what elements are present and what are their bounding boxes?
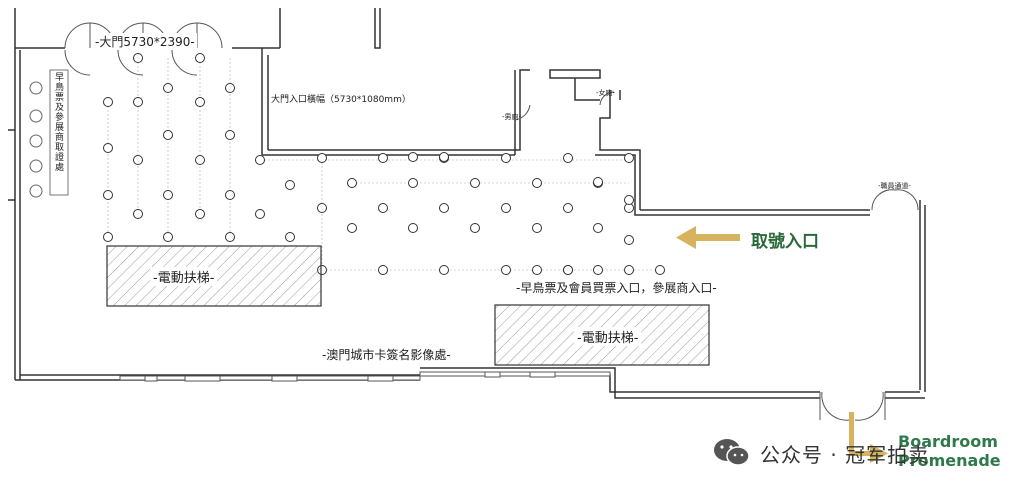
boardroom-line1: Boardroom <box>898 432 998 451</box>
stanchion-post <box>103 143 113 153</box>
wechat-icon <box>714 439 750 466</box>
stanchion-post <box>563 153 573 163</box>
stanchion-post <box>133 155 143 165</box>
stanchion-post <box>408 178 418 188</box>
stanchion-post <box>501 265 511 275</box>
stanchion-post <box>103 97 113 107</box>
stanchion-post <box>255 155 265 165</box>
counter-booths <box>29 81 43 198</box>
stanchion-post <box>624 235 634 245</box>
stanchion-post <box>439 265 449 275</box>
stanchion-post <box>563 265 573 275</box>
stanchion-post <box>408 223 418 233</box>
photo-area-label: -澳門城市卡簽名影像處- <box>322 348 451 362</box>
stanchion-post <box>255 209 265 219</box>
stanchion-post <box>501 203 511 213</box>
queue-posts <box>103 53 665 275</box>
stanchion-post <box>195 97 205 107</box>
stanchion-post <box>532 178 542 188</box>
escalator-1-label: -電動扶梯- <box>150 267 218 286</box>
staff-passage-label: -職員通道- <box>878 182 912 190</box>
stanchion-post <box>225 232 235 242</box>
stanchion-post <box>195 53 205 63</box>
window-strip <box>119 371 611 382</box>
pickup-sign-label: 早鳥票及參展商取證處 <box>53 72 63 172</box>
stanchion-post <box>195 209 205 219</box>
stanchion-post <box>563 203 573 213</box>
stanchion-post <box>317 203 327 213</box>
stanchion-post <box>593 223 603 233</box>
stanchion-post <box>470 223 480 233</box>
entrance-arrow <box>676 226 740 249</box>
stanchion-post <box>225 130 235 140</box>
banner-label: 大門入口橫幅（5730*1080mm） <box>271 95 411 105</box>
stanchion-post <box>103 232 113 242</box>
stanchion-post <box>408 152 418 162</box>
main-door-label: -大門5730*2390- <box>93 33 197 50</box>
stanchion-post <box>133 209 143 219</box>
stanchion-post <box>285 180 295 190</box>
stanchion-post <box>317 153 327 163</box>
stanchion-post <box>532 223 542 233</box>
watermark-text: 公众号 · 冠军拍卖 <box>760 442 930 467</box>
stanchion-post <box>593 265 603 275</box>
stanchion-post <box>532 265 542 275</box>
stanchion-post <box>225 83 235 93</box>
stanchion-post <box>225 190 235 200</box>
stanchion-post <box>103 190 113 200</box>
stanchion-post <box>133 97 143 107</box>
walls <box>8 8 926 399</box>
stanchion-post <box>624 265 634 275</box>
mens-toilet-label: -男廁- <box>502 113 522 121</box>
ticket-entrance-label: 取號入口 <box>751 232 819 252</box>
stanchion-post <box>163 232 173 242</box>
stanchion-post <box>624 195 634 205</box>
boardroom-line2: Promenade <box>898 451 1001 470</box>
stanchion-post <box>378 153 388 163</box>
womens-toilet-label: -女廁- <box>596 89 616 97</box>
stanchion-post <box>470 178 480 188</box>
stanchion-post <box>655 265 665 275</box>
pickup-sign-box <box>49 69 69 196</box>
escalator-2-label: -電動扶梯- <box>574 327 642 346</box>
main-door-swings <box>64 22 919 421</box>
stanchion-post <box>195 155 205 165</box>
exit-arrow <box>849 412 888 463</box>
stanchion-post <box>163 190 173 200</box>
boardroom-label: Boardroom Promenade <box>898 432 1001 470</box>
stanchion-post <box>593 177 603 187</box>
stanchion-post <box>163 130 173 140</box>
stanchion-post <box>439 203 449 213</box>
stanchion-post <box>347 178 357 188</box>
stanchion-post <box>378 203 388 213</box>
stanchion-post <box>285 232 295 242</box>
stanchion-post <box>163 83 173 93</box>
watermark: 公众号 · 冠军拍卖 <box>712 437 929 469</box>
stanchion-post <box>501 153 511 163</box>
escalator-2-area <box>494 304 710 366</box>
stanchion-post <box>347 223 357 233</box>
stanchion-post <box>624 153 634 163</box>
stanchion-post <box>133 53 143 63</box>
stanchion-post <box>378 265 388 275</box>
ticketing-entrance-label: -早鳥票及會員買票入口，參展商入口- <box>516 279 717 296</box>
stanchion-post <box>439 152 449 162</box>
